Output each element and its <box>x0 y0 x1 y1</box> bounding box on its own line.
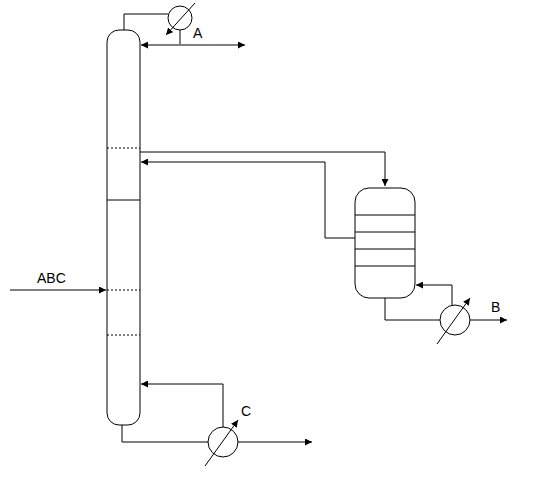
main-column <box>107 30 140 425</box>
side-reboiler <box>440 305 470 335</box>
stream-label: B <box>490 300 501 314</box>
tray <box>355 249 415 250</box>
side-column <box>355 188 415 298</box>
exchanger-arrow <box>437 298 470 344</box>
tray <box>355 215 415 216</box>
product-line <box>180 45 245 46</box>
side-return-line <box>141 162 355 238</box>
tray <box>107 290 140 291</box>
side-draw-line <box>140 152 385 186</box>
tray <box>107 335 140 336</box>
stream-label: ABC <box>36 271 67 285</box>
reboiler <box>208 427 238 457</box>
product-line <box>470 320 507 321</box>
feed-line <box>10 290 106 291</box>
tray <box>355 232 415 233</box>
tray <box>107 148 140 149</box>
exchanger-arrow <box>205 420 238 466</box>
bottoms-line <box>122 425 208 442</box>
stream-label: C <box>240 404 252 418</box>
condensate-line <box>180 30 181 44</box>
reflux-line <box>141 45 180 46</box>
tray <box>107 200 140 201</box>
boilup-line <box>416 285 452 305</box>
bottoms-line <box>385 298 440 320</box>
vapour-line <box>124 14 168 30</box>
tray <box>355 266 415 267</box>
product-line <box>238 442 312 443</box>
boilup-line <box>141 384 223 427</box>
stream-label: A <box>192 26 203 40</box>
